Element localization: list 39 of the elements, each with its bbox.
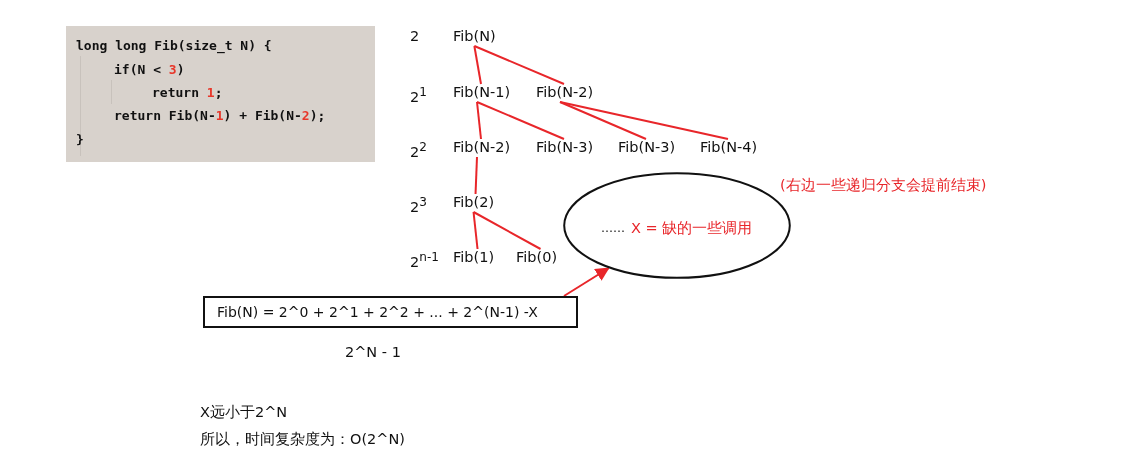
- tree-branch-line: [559, 101, 729, 140]
- note-text: (右边一些递归分支会提前结束): [780, 176, 987, 194]
- tree-branch-line: [474, 156, 478, 195]
- arrow: [563, 267, 610, 297]
- tree-branch-line: [476, 101, 565, 140]
- level-label: 2$^{1}$: [410, 84, 427, 106]
- call-text: Fib(N-2): [453, 138, 511, 156]
- tree-branch-line: [472, 211, 542, 250]
- call-text: Fib(N-2): [536, 83, 594, 101]
- call-text: Fib(2): [453, 193, 495, 211]
- sum-text: 2^N - 1: [345, 343, 401, 361]
- call-text: Fib(N-4): [700, 138, 758, 156]
- call-text: Fib(N-3): [536, 138, 594, 156]
- level-label: 2$^{3}$: [410, 194, 427, 216]
- call-text: Fib(0): [516, 248, 558, 266]
- code-block: [66, 26, 375, 162]
- level-label: 2$^{2}$: [410, 139, 427, 161]
- call-text: Fib(1): [453, 248, 495, 266]
- note-text: X远小于2^N: [200, 403, 288, 421]
- ellipsis-text: ……: [601, 220, 625, 237]
- level-label: 2$^{n-1}$: [410, 249, 439, 271]
- call-text: Fib(N-3): [618, 138, 676, 156]
- call-text: Fib(N-1): [453, 83, 511, 101]
- tree-branch-line: [472, 211, 479, 250]
- call-text: Fib(N): [453, 27, 496, 45]
- formula-box: [203, 296, 578, 328]
- ellipse-label: X = 缺的一些调用: [631, 219, 753, 237]
- code-line: }: [76, 132, 84, 148]
- tree-branch-line: [473, 45, 565, 85]
- tree-branch-line: [473, 45, 482, 85]
- level-label: 2: [410, 27, 420, 45]
- code-line: if(N < 3): [114, 62, 185, 78]
- conclusion-text: 所以，时间复杂度为：O(2^N): [200, 430, 405, 448]
- code-line: long long Fib(size_t N) {: [76, 38, 272, 54]
- formula-text: Fib(N) = 2^0 + 2^1 + 2^2 + ... + 2^(N-1) -X: [217, 303, 538, 321]
- code-line: return Fib(N-1) + Fib(N-2);: [114, 108, 326, 124]
- tree-branch-line: [476, 101, 482, 140]
- tree-branch-line: [559, 101, 647, 140]
- code-line: return 1;: [152, 85, 223, 101]
